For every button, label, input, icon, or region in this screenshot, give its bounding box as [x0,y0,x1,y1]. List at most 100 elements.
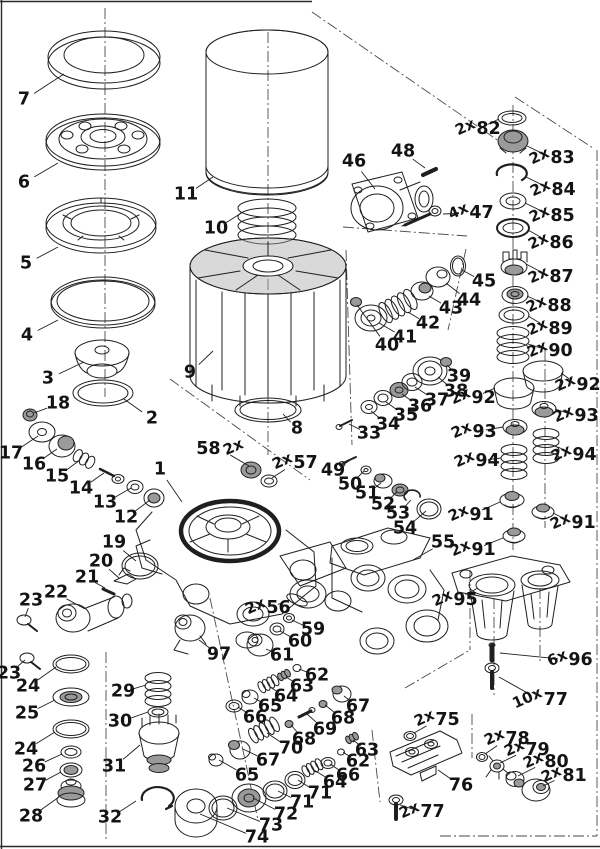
leader-line-11 [195,176,214,189]
callout-49-91: 49 [321,462,345,480]
part-84-snap-ring [495,163,528,182]
callout-54-96: 54 [393,520,417,538]
quantity-label: 2x [447,383,473,409]
part-30-ring [147,706,169,718]
leader-line-88 [526,295,540,302]
leader-line-28 [40,796,60,811]
quantity-label: 2x [524,336,550,362]
part-number: 3 [41,368,55,389]
part-number: 1 [153,459,167,480]
part-67-valve-b [228,740,251,760]
part-17-washer [28,421,56,443]
part-number: 49 [320,460,346,481]
part-32-snap-ring [140,786,175,811]
leader-line-94 [557,446,568,452]
leader-line-43 [428,295,442,304]
leader-line-1 [166,479,183,503]
leader-line-39 [446,364,454,372]
part-number: 33 [356,423,382,444]
part-50-washer [360,465,372,475]
leader-line-68 [324,704,336,714]
part-90-spring [496,326,530,364]
callout-88-40: 2x88 [523,291,571,316]
part-number: 77 [420,801,445,822]
leader-line-31 [122,744,141,760]
part-27-seal [59,762,83,778]
part-26-ring [60,745,82,759]
leader-line-65 [218,759,237,771]
part-31-valve-body [138,713,180,773]
callout-65-79: 65 [235,767,259,785]
leader-line-71 [277,790,292,799]
callout-11-14: 11 [174,186,198,204]
part-number: 18 [45,393,71,414]
callout-66-82: 66 [336,767,360,785]
part-number: 69 [312,719,338,740]
callout-48-19: 48 [391,143,415,161]
part-62-nut-b [337,748,345,756]
part-36-knurled-nut [389,382,409,398]
callout-66-72: 66 [243,709,267,727]
leader-line-21 [94,582,106,589]
leader-line-27 [45,771,62,781]
leader-line-53 [403,499,412,509]
part-23-screw-b [19,652,41,670]
callout-34-32: 34 [376,416,400,434]
leader-line-94 [487,457,502,461]
part-66-oring-b [320,757,336,769]
quantity-label: 2x [547,508,573,534]
part-95-valve-cover [451,555,571,641]
leader-line-38 [437,376,449,386]
callout-26-106: 26 [22,758,46,776]
part-number: 5 [19,253,33,274]
part-68-nut-a [318,700,328,708]
leader-line-57 [271,469,286,479]
callout-47-20: 4x47 [445,198,493,223]
part-number: 94 [572,444,597,465]
leader-line-17 [20,435,39,448]
leader-line-18 [33,407,48,414]
quantity-label: 6x [544,645,570,671]
part-16-knurled-cap [48,434,76,458]
leader-line-8 [282,413,292,423]
part-number: 55 [430,532,456,553]
part-number: 64 [322,772,348,793]
quantity-label: 2x [429,585,455,611]
part-number: 91 [571,512,596,533]
callout-62-68: 62 [305,667,329,685]
part-number: 60 [287,631,313,652]
part-3-valve-dome [74,339,130,379]
leader-line-62 [298,668,310,674]
part-number: 82 [476,118,501,139]
callout-8-17: 8 [291,420,303,438]
part-46-flange-fitting [350,171,434,233]
part-number: 78 [505,728,530,749]
part-23-screw-a [16,614,38,632]
part-number: 13 [92,492,118,513]
part-77-bolt-10x [484,662,500,690]
leader-line-56 [277,599,291,605]
callout-10-15: 10 [204,220,228,238]
part-number: 95 [453,589,478,610]
part-number: 85 [550,205,575,226]
callout-75-56: 2x75 [411,705,459,730]
part-85-washer [499,192,527,210]
part-57-washer [260,474,278,488]
part-number: 65 [234,765,260,786]
part-number: 62 [304,665,330,686]
part-22-solenoid [55,593,133,633]
callout-97-63: 97 [207,646,231,664]
quantity-label: 2x [411,705,437,731]
part-12-nut [143,488,165,508]
callout-68-76: 68 [292,731,316,749]
part-number: 30 [107,711,133,732]
part-number: 34 [375,414,401,435]
callout-63-69: 63 [290,678,314,696]
part-number: 72 [273,804,299,825]
leader-line-85 [524,202,542,212]
part-number: 87 [549,266,574,287]
leader-line-10 [225,211,244,223]
leader-line-26 [44,753,63,763]
callout-45-21: 45 [472,273,496,291]
callout-51-93: 51 [355,485,379,503]
